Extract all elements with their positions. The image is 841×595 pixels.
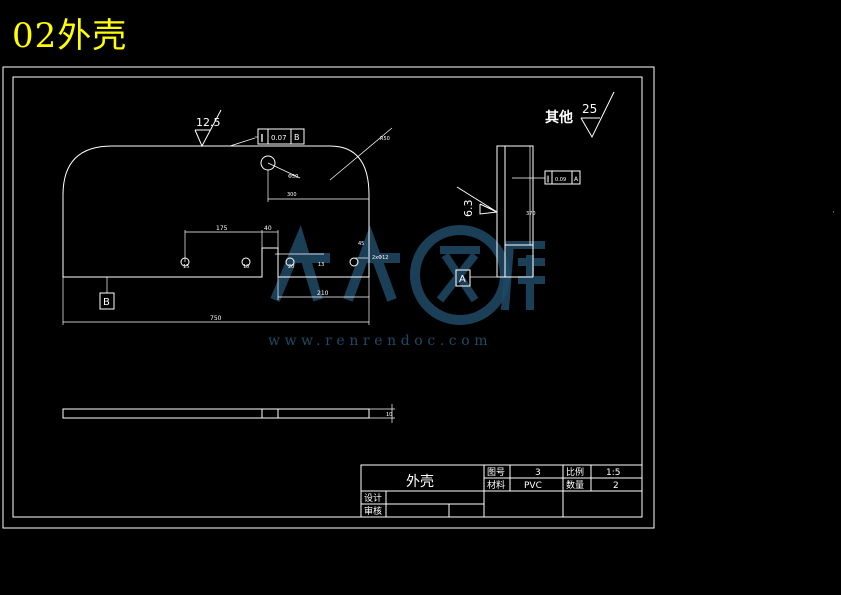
tolerance-frame-side: ∥ 0.09 A — [544, 170, 581, 185]
svg-text:∥: ∥ — [260, 133, 264, 142]
title-block-scale: 1:5 — [606, 468, 620, 478]
svg-text:A: A — [574, 176, 579, 183]
title-block-designer-label: 设计 — [364, 492, 382, 504]
outer-border — [2, 66, 655, 529]
svg-text:2xΦ12: 2xΦ12 — [372, 255, 388, 261]
svg-text:B: B — [103, 297, 110, 308]
roughness-top: 12.5 — [194, 109, 222, 148]
datum-a-box: A — [455, 269, 471, 287]
svg-text:R50: R50 — [380, 136, 390, 142]
svg-text:45: 45 — [358, 241, 364, 247]
svg-text:10: 10 — [386, 412, 392, 418]
dim-40: 40 — [264, 225, 272, 232]
svg-text:A: A — [459, 274, 466, 285]
page-title: 02外壳 — [12, 16, 128, 56]
title-block — [360, 464, 643, 518]
svg-text:20: 20 — [288, 264, 294, 270]
inner-border — [12, 76, 643, 518]
svg-text:B: B — [294, 133, 300, 142]
datum-b-box: B — [99, 292, 115, 310]
title-block-quantity: 2 — [613, 481, 619, 491]
watermark-text: www.renrendoc.com — [268, 333, 493, 349]
title-block-drawing-no-label: 图号 — [487, 467, 505, 478]
title-block-scale-label: 比例 — [566, 466, 584, 478]
title-block-material: PVC — [524, 481, 542, 491]
stray-mark: ' — [833, 211, 834, 217]
title-block-material-label: 材料 — [487, 479, 505, 491]
svg-text:18: 18 — [243, 264, 249, 270]
svg-text:6.3: 6.3 — [462, 200, 475, 218]
svg-text:13: 13 — [318, 262, 324, 268]
general-roughness-note: 其他 25 — [545, 91, 615, 139]
svg-text:∥: ∥ — [546, 175, 550, 183]
bottom-view: 10 — [62, 404, 395, 423]
roughness-top-value: 12.5 — [196, 116, 221, 129]
side-view: 370 — [470, 145, 545, 278]
title-block-part-name: 外壳 — [406, 473, 434, 490]
title-block-drawing-no: 3 — [535, 468, 541, 478]
title-block-reviewer-label: 审核 — [364, 505, 382, 517]
svg-text:0.07: 0.07 — [271, 134, 287, 142]
dim-175: 175 — [216, 225, 228, 232]
title-block-quantity-label: 数量 — [566, 479, 584, 491]
svg-text:其他: 其他 — [545, 109, 573, 126]
front-view: 300 R50 Φ50 15 18 20 45 2xΦ12 13 — [62, 127, 393, 325]
roughness-side: 6.3 — [456, 186, 498, 218]
svg-text:370: 370 — [526, 211, 536, 217]
svg-text:Φ50: Φ50 — [288, 174, 298, 180]
svg-text:0.09: 0.09 — [555, 177, 566, 183]
dim-750: 750 — [210, 315, 222, 322]
svg-text:15: 15 — [183, 264, 189, 270]
svg-text:300: 300 — [287, 192, 297, 198]
tolerance-frame-top: ∥ 0.07 B — [257, 128, 305, 145]
dim-210: 210 — [317, 290, 329, 297]
svg-text:25: 25 — [582, 102, 597, 116]
